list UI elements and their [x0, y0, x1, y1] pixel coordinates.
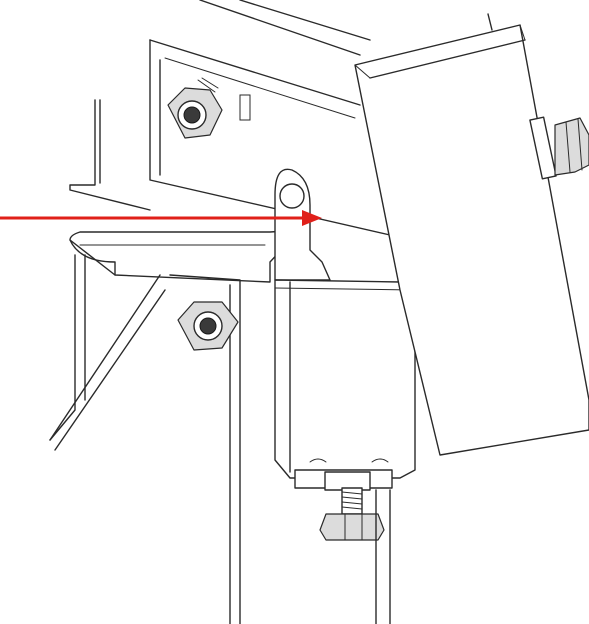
red-pointer-arrow-icon: [0, 210, 322, 226]
upper-hex-nut: [167, 77, 223, 139]
lower-hex-nut: [177, 301, 239, 351]
switch-body: [274, 279, 416, 489]
frame-post: [49, 254, 241, 624]
support-plate: [69, 229, 301, 283]
cover-plate: [354, 13, 589, 456]
bottom-bolt: [319, 471, 391, 624]
left-bracket: [69, 99, 151, 211]
right-side-bolt: [529, 116, 589, 180]
